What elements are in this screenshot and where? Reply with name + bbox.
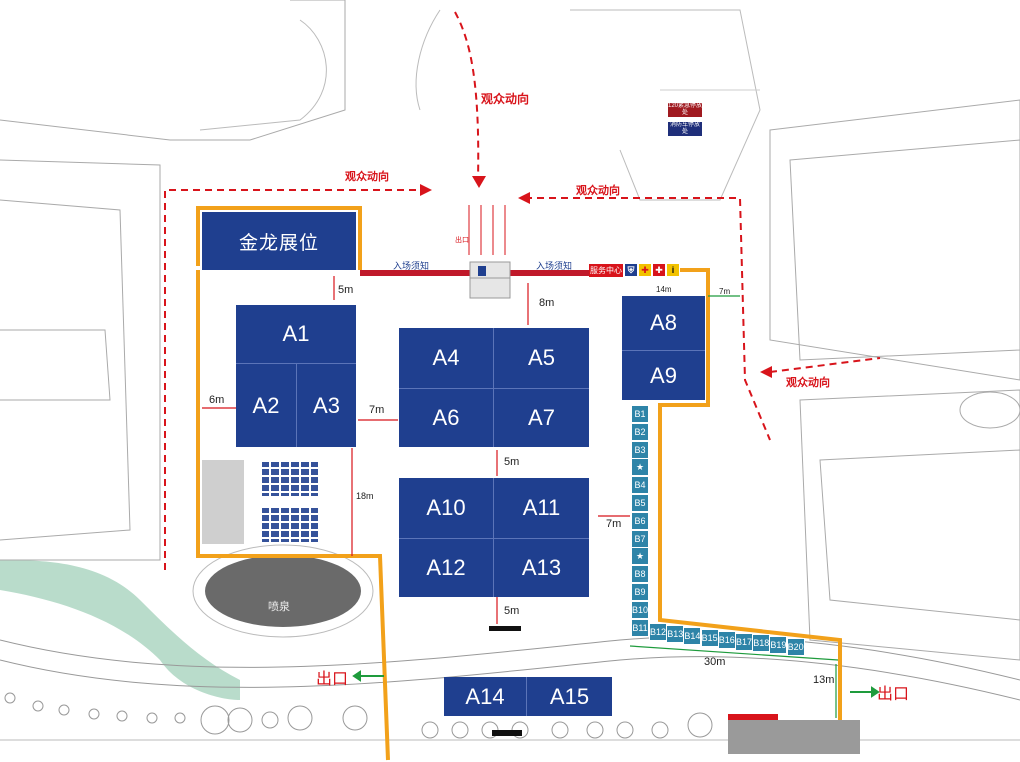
b-booth-column-item[interactable]: B10	[631, 600, 649, 619]
b-booth-row-item[interactable]: B15	[700, 628, 719, 647]
b-booth-column-item[interactable]: ★	[631, 547, 649, 566]
b-booth-row-item[interactable]: B18	[752, 634, 771, 653]
booth-a9[interactable]: A9	[622, 350, 705, 400]
booth-a12[interactable]: A12	[399, 538, 493, 597]
exit-left: 出口	[316, 671, 349, 688]
b-booth-column-item[interactable]: B2	[631, 422, 649, 441]
booth-a1-label: A1	[282, 321, 310, 346]
info-point-icon: i	[667, 264, 679, 276]
b-booth-row-item[interactable]: B13	[666, 624, 685, 643]
b-booth-row-item[interactable]: B16	[717, 630, 736, 649]
booth-a6[interactable]: A6	[399, 388, 493, 447]
booth-a9-label: A9	[650, 362, 677, 388]
fire-truck-parking-sign: 消防车停放处	[668, 122, 702, 136]
booth-a4[interactable]: A4	[399, 328, 493, 388]
dim-7m-right: 7m	[606, 518, 622, 530]
dim-14m: 14m	[656, 285, 672, 294]
dim-7m-far: 7m	[719, 287, 731, 296]
dim-8m: 8m	[539, 297, 555, 309]
exit-right: 出口	[877, 686, 910, 703]
dim-30m: 30m	[704, 656, 726, 668]
boundary-right	[658, 268, 842, 720]
ambulance-parking-sign: 120紧急停放处	[668, 103, 703, 117]
dim-5m-mid: 5m	[504, 456, 520, 468]
dim-7m-left: 7m	[369, 404, 385, 416]
b-booth-row-item[interactable]: B17	[735, 632, 753, 651]
b-booth-column-item[interactable]: B3	[631, 440, 649, 459]
b-booth-column-item[interactable]: B9	[631, 583, 649, 601]
b-booth-row-item[interactable]: B20	[786, 638, 805, 657]
b-booth-row-item[interactable]: B14	[683, 626, 702, 645]
booth-a1[interactable]: A1	[236, 305, 356, 363]
audience-flow-top: 观众动向	[481, 92, 530, 106]
dim-13m: 13m	[813, 674, 835, 686]
flow-path-right	[525, 197, 771, 441]
entry-notice-left: 入场须知	[393, 261, 430, 271]
service-center[interactable]: 服务中心	[589, 264, 623, 277]
b-booth-column-item[interactable]: B1	[631, 405, 649, 423]
flow-path-left	[164, 189, 420, 570]
audience-flow-right-top: 观众动向	[576, 185, 620, 197]
booth-a11[interactable]: A11	[493, 478, 589, 538]
booth-a8-label: A8	[650, 310, 677, 335]
booth-a6-label: A6	[432, 405, 460, 430]
b-booth-column-item[interactable]: ★	[631, 458, 649, 477]
booth-a14[interactable]: A14	[444, 677, 526, 716]
police-icon: ⛨	[625, 264, 637, 276]
booth-a13-label: A13	[521, 555, 562, 580]
fountain-shape	[205, 555, 361, 627]
booth-a3[interactable]: A3	[296, 363, 356, 447]
flow-path-top	[454, 11, 480, 181]
medical-cross-icon: ✚	[653, 264, 665, 276]
booth-a4-label: A4	[432, 345, 460, 370]
booth-a12-label: A12	[426, 555, 466, 580]
booth-a11-label: A11	[522, 495, 561, 520]
audience-flow-right: 观众动向	[786, 377, 830, 389]
exit-small: 出口	[455, 237, 469, 244]
b-booth-column-item[interactable]: B7	[631, 529, 649, 548]
first-aid-icon: ✚	[639, 264, 651, 276]
b-booth-column-item[interactable]: B5	[631, 494, 649, 512]
booth-a10-label: A10	[426, 495, 466, 520]
dim-5m-top: 5m	[338, 284, 354, 296]
audience-flow-left: 观众动向	[345, 171, 389, 183]
boundary-left	[196, 206, 362, 270]
booth-a3-label: A3	[313, 392, 340, 418]
booth-a5[interactable]: A5	[493, 328, 589, 388]
lawn-area	[0, 560, 240, 700]
fountain-label: 喷泉	[268, 601, 290, 613]
booth-a10[interactable]: A10	[399, 478, 493, 538]
b-booth-column-item[interactable]: B11	[631, 618, 649, 637]
dim-5m-bottom: 5m	[504, 605, 520, 617]
booth-a15-label: A15	[549, 683, 590, 709]
booth-a7-label: A7	[528, 405, 555, 430]
booth-a5-label: A5	[528, 345, 555, 370]
dim-6m: 6m	[209, 394, 225, 406]
booth-a13[interactable]: A13	[493, 538, 589, 597]
booth-a2[interactable]: A2	[236, 363, 296, 447]
b-booth-column-item[interactable]: B8	[631, 565, 649, 584]
entry-notice-right: 入场须知	[536, 261, 573, 271]
b-booth-column-item[interactable]: B4	[631, 476, 649, 495]
booth-a2-label: A2	[252, 392, 280, 418]
booth-a7[interactable]: A7	[493, 388, 589, 447]
booth-a14-label: A14	[465, 683, 505, 709]
dim-18m: 18m	[356, 491, 374, 501]
b-booth-row-item[interactable]: B19	[769, 636, 788, 655]
b-booth-row-item[interactable]: B12	[649, 623, 667, 641]
booth-jinlong-label: 金龙展位	[238, 232, 319, 254]
booth-a15[interactable]: A15	[526, 677, 612, 716]
booth-a8[interactable]: A8	[622, 296, 705, 350]
grey-building	[728, 720, 860, 754]
b-booth-column-item[interactable]: B6	[631, 511, 649, 530]
booth-jinlong[interactable]: 金龙展位	[202, 212, 356, 270]
